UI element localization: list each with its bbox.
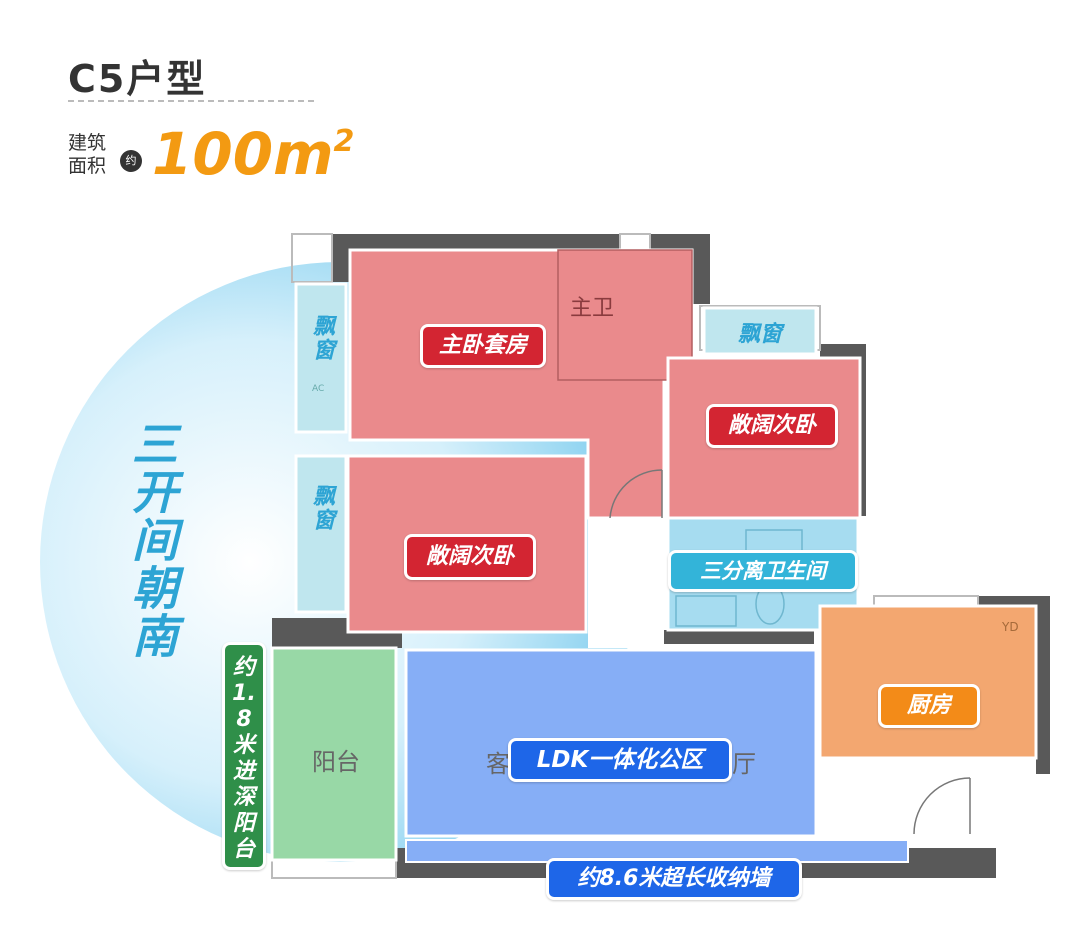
south-facing-text: 三开间朝南 xyxy=(125,420,179,660)
balcony-depth-text: 约1.8米进深阳台 xyxy=(232,655,256,862)
living-left-label: 客 xyxy=(486,750,510,778)
master-bath-label: 主卫 xyxy=(570,296,615,321)
living-right-label: 厅 xyxy=(732,750,756,778)
bay-window-1 xyxy=(294,282,348,434)
area-number: 100m xyxy=(152,120,334,188)
area-value: 100m2 xyxy=(152,120,354,188)
area-label: 建筑 面积 xyxy=(68,132,106,178)
approx-badge: 约 xyxy=(120,150,142,172)
area-label-line2: 面积 xyxy=(68,155,107,177)
storage-wall-tag: 约8.6米超长收纳墙 xyxy=(546,858,802,900)
bay-window-2 xyxy=(294,454,348,614)
area-label-line1: 建筑 xyxy=(68,132,107,154)
kitchen-tag: 厨房 xyxy=(878,684,980,728)
bay-window-2-label: 飘窗 xyxy=(309,484,334,532)
bathroom-tag: 三分离卫生间 xyxy=(668,550,858,592)
area-superscript: 2 xyxy=(333,124,355,159)
yd-label: YD xyxy=(1002,620,1019,634)
balcony-depth-tag: 约1.8米进深阳台 xyxy=(222,642,266,870)
bay-window-1-label: 飘窗 xyxy=(309,314,334,362)
ldk-tag: LDK一体化公区 xyxy=(508,738,732,782)
corridor xyxy=(588,518,664,648)
master-suite-tag: 主卧套房 xyxy=(420,324,546,368)
title-divider xyxy=(68,100,314,102)
balcony-label: 阳台 xyxy=(312,748,360,776)
kitchen-area xyxy=(818,604,1038,760)
second-bedroom-right-tag: 敞阔次卧 xyxy=(706,404,838,448)
bay-window-3 xyxy=(702,306,818,356)
second-bedroom-left-tag: 敞阔次卧 xyxy=(404,534,536,580)
balcony-area xyxy=(270,646,398,862)
plan-title: C5户型 xyxy=(68,57,207,101)
bay-window-3-label: 飘窗 xyxy=(738,322,783,347)
ac-label: AC xyxy=(312,384,325,394)
